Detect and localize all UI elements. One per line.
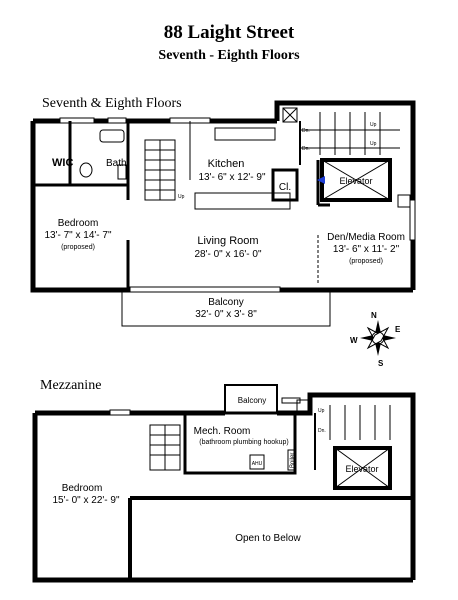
- room-dim-den: 13'- 6" x 11'- 2": [333, 244, 400, 255]
- room-label-bath: Bath: [106, 158, 127, 169]
- stair-label-up-upper-1: Up: [370, 122, 377, 128]
- room-note-bedroom-upper: (proposed): [61, 244, 95, 251]
- mezzanine-plan: [32, 384, 416, 583]
- floors-subtitle: Seventh - Eighth Floors: [158, 48, 300, 63]
- room-label-balcony-upper: Balcony: [208, 297, 244, 308]
- stair-label-up-upper-2: Up: [370, 141, 377, 147]
- stair-label-up-left: Up: [178, 194, 185, 200]
- entry-arrow-icon: [317, 176, 325, 184]
- room-label-mech: Mech. Room: [194, 426, 251, 437]
- upper-floor-plan: [30, 100, 416, 327]
- room-label-elevator-upper: Elevator: [339, 176, 372, 186]
- section-mezzanine-title: Mezzanine: [40, 378, 102, 393]
- room-label-open-to-below: Open to Below: [235, 533, 301, 544]
- room-label-boiler: Boiler: [290, 453, 296, 468]
- room-label-kitchen: Kitchen: [208, 158, 245, 170]
- room-label-bedroom-mezz: Bedroom: [62, 483, 103, 494]
- room-label-balcony-mezz: Balcony: [238, 396, 266, 405]
- room-dim-balcony-upper: 32'- 0" x 3'- 8": [195, 309, 257, 320]
- room-note-mech: (bathroom plumbing hookup): [199, 439, 289, 446]
- stair-label-dn-upper-1: Dn.: [302, 128, 310, 134]
- section-upper-title: Seventh & Eighth Floors: [42, 96, 182, 111]
- compass-n: N: [371, 311, 377, 320]
- compass-rose-icon: [360, 320, 396, 356]
- room-label-ahu: AHU: [252, 461, 263, 467]
- stair-label-dn-mezz-1: Dn.: [318, 428, 326, 434]
- room-dim-kitchen: 13'- 6" x 12'- 9": [198, 172, 266, 183]
- room-note-den: (proposed): [349, 258, 383, 265]
- compass-w: W: [350, 336, 358, 345]
- room-dim-bedroom-upper: 13'- 7" x 14'- 7": [44, 230, 112, 241]
- room-dim-bedroom-mezz: 15'- 0" x 22'- 9": [52, 495, 120, 506]
- room-label-wic: WIC: [52, 157, 73, 169]
- room-label-elevator-mezz: Elevator: [345, 464, 378, 474]
- room-dim-living: 28'- 0" x 16'- 0": [194, 249, 262, 260]
- room-label-bedroom-upper: Bedroom: [58, 218, 99, 229]
- stair-label-dn-upper-2: Dn.: [302, 146, 310, 152]
- room-label-den: Den/Media Room: [327, 232, 405, 243]
- compass-e: E: [395, 325, 401, 334]
- room-label-living: Living Room: [197, 235, 258, 247]
- compass-s: S: [378, 359, 384, 368]
- address-title: 88 Laight Street: [163, 22, 295, 43]
- room-label-closet: Cl.: [279, 182, 291, 193]
- stair-label-up-mezz-1: Up: [318, 408, 325, 414]
